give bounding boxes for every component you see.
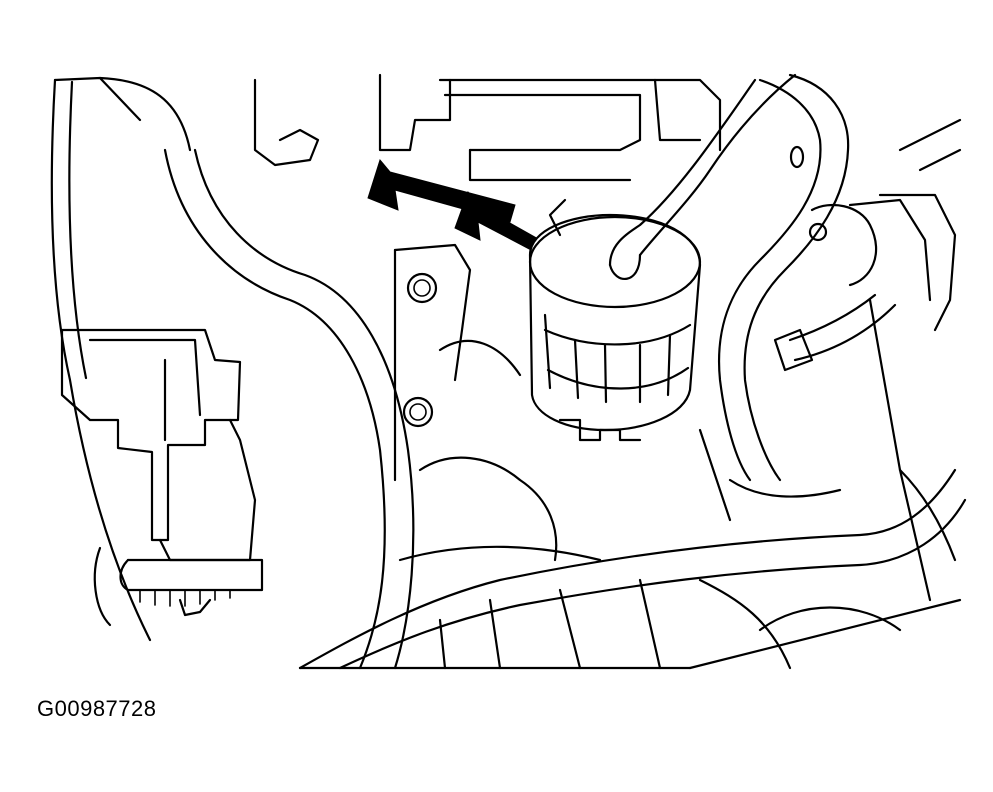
arrow-icon <box>367 158 516 223</box>
fuel-inlet-hose <box>608 73 797 281</box>
left-fender-panel <box>50 76 192 642</box>
right-side-components <box>868 118 962 602</box>
engine-block-plate <box>393 243 602 562</box>
fuel-filter <box>528 198 702 442</box>
upper-radiator-hose <box>163 148 415 670</box>
top-component-housing <box>253 73 722 182</box>
right-support-strap <box>718 73 850 482</box>
lower-fuel-tube <box>298 468 967 670</box>
figure-id-label: G00987728 <box>37 696 157 721</box>
pointer-arrows <box>367 158 541 253</box>
left-mounting-bracket <box>60 328 264 627</box>
bottom-structures <box>298 428 962 670</box>
right-fuel-line <box>773 198 932 372</box>
